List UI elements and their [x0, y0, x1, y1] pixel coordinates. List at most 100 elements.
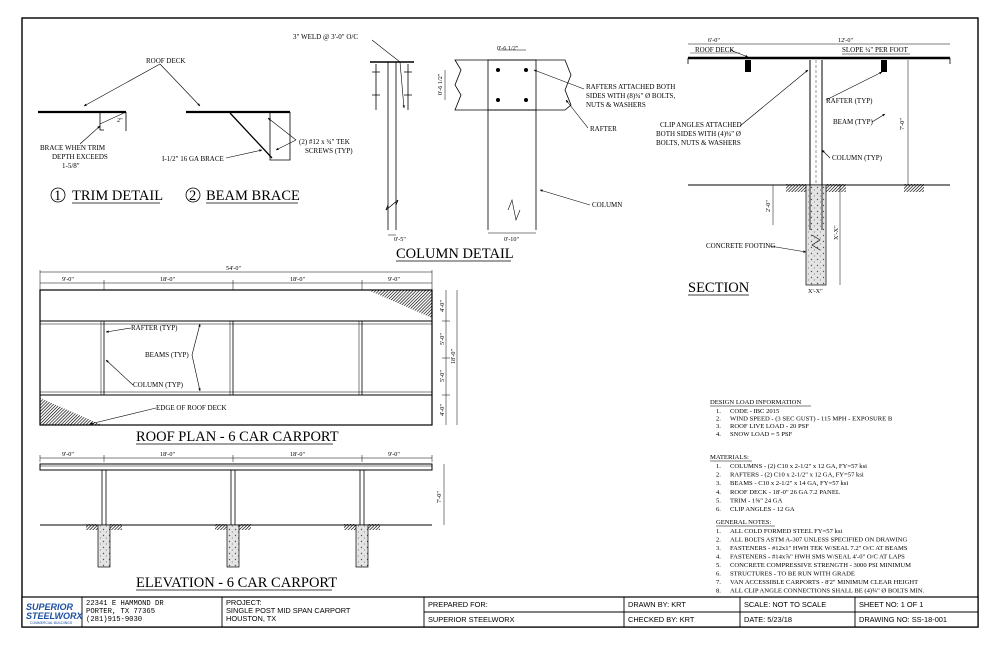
general-notes-item: ALL COLD FORMED STEEL FY=57 ksi	[730, 528, 842, 535]
column-label: COLUMN	[592, 201, 622, 209]
roof-plan-overall: 54'-0"	[226, 265, 241, 272]
column-detail-title: COLUMN DETAIL	[396, 246, 514, 262]
roof-deck-label: ROOF DECK	[146, 57, 185, 65]
section-dim-right: 12'-0"	[838, 37, 853, 44]
screws-note-1: (2) #12 x ¾" TEK	[299, 138, 350, 146]
general-notes-num: 4.	[716, 554, 721, 561]
dim-left: 0'-5"	[394, 236, 406, 243]
section-column: COLUMN (TYP)	[832, 154, 883, 162]
svg-text:SUPERIOR: SUPERIOR	[26, 602, 74, 612]
design-load-heading: DESIGN LOAD INFORMATION	[710, 399, 801, 406]
brace-note-3: 1-5/8"	[62, 162, 80, 170]
materials-num: 5.	[716, 497, 721, 504]
design-load-item: ROOF LIVE LOAD - 20 PSF	[730, 423, 809, 430]
materials-heading: MATERIALS:	[710, 454, 749, 461]
plan-side-1: 4'-0"	[439, 300, 446, 312]
dim-side: 0'-6 1/2"	[437, 73, 444, 95]
footing-width: X'-X"	[808, 288, 823, 295]
beam-brace-title: BEAM BRACE	[206, 188, 300, 204]
general-notes-num: 7.	[716, 579, 721, 586]
notes-block: DESIGN LOAD INFORMATION 1.CODE - IBC 201…	[710, 399, 925, 595]
design-load-num: 4.	[716, 431, 721, 438]
rafters-note-2: SIDES WITH (8)¾" Ø BOLTS,	[586, 92, 675, 100]
plan-bay-3: 18'-0"	[290, 276, 305, 283]
address-line-2: PORTER, TX 77365	[86, 608, 155, 616]
section-dim-left: 6'-0"	[708, 37, 720, 44]
materials-num: 2.	[716, 472, 721, 479]
plan-side-4: 4'-0"	[439, 404, 446, 416]
materials-item: CLIP ANGLES - 12 GA	[730, 506, 795, 513]
trim-detail-number: 1	[54, 188, 61, 204]
trim-dim: 2"	[117, 117, 123, 124]
materials-item: RAFTERS - (2) C10 x 2-1/2" x 12 GA, FY=5…	[730, 472, 864, 479]
general-notes-num: 6.	[716, 571, 721, 578]
general-notes-num: 1.	[716, 528, 721, 535]
clip-note-2: BOTH SIDES WITH (4)¾" Ø	[656, 130, 741, 138]
project-label: PROJECT:	[226, 598, 262, 607]
elev-bay-2: 18'-0"	[160, 451, 175, 458]
plan-column: COLUMN (TYP)	[133, 381, 184, 389]
elev-height: 7'-0"	[436, 491, 443, 503]
plan-bay-4: 9'-0"	[388, 276, 400, 283]
materials-item: ROOF DECK - 18'-0" 26 GA 7.2 PANEL	[730, 489, 840, 496]
elev-bay-1: 9'-0"	[62, 451, 74, 458]
general-notes-num: 5.	[716, 562, 721, 569]
elevation-title: ELEVATION - 6 CAR CARPORT	[136, 575, 337, 591]
beam-brace-number: 2	[189, 188, 196, 204]
plan-overall-side: 18'-0"	[450, 349, 457, 364]
prepared-for: SUPERIOR STEELWORX	[428, 615, 515, 624]
date: DATE: 5/23/18	[744, 615, 792, 624]
materials-num: 3.	[716, 480, 721, 487]
sheet-no: SHEET NO: 1 OF 1	[859, 600, 923, 609]
dim-right: 0'-10"	[504, 236, 519, 243]
general-notes-item: ALL BOLTS ASTM A-307 UNLESS SPECIFIED ON…	[730, 537, 907, 544]
general-notes-num: 8.	[716, 588, 721, 595]
general-notes-item: CONCRETE COMPRESSIVE STRENGTH - 3000 PSI…	[730, 562, 911, 569]
materials-num: 4.	[716, 489, 721, 496]
screws-note-2: SCREWS (TYP)	[305, 147, 353, 155]
plan-bay-1: 9'-0"	[62, 276, 74, 283]
general-notes-item: FASTENERS - #12x1" HWH TEK W/SEAL 7.2" O…	[730, 545, 908, 552]
section-title: SECTION	[688, 280, 750, 296]
project-location: HOUSTON, TX	[226, 614, 276, 623]
general-notes-num: 3.	[716, 545, 721, 552]
rafters-note-1: RAFTERS ATTACHED BOTH	[586, 83, 675, 91]
plan-side-3: 5'-0"	[439, 370, 446, 382]
elev-bay-4: 9'-0"	[388, 451, 400, 458]
section-rafter: RAFTER (TYP)	[826, 97, 873, 105]
design-load-item: WIND SPEED - (3 SEC GUST) - 115 MPH - EX…	[730, 416, 893, 423]
general-notes-item: VAN ACCESSIBLE CARPORTS - 8'2" MINIMUM C…	[730, 579, 918, 586]
general-notes-item: ALL CLIP ANGLE CONNECTIONS SHALL BE (4)¾…	[730, 588, 925, 595]
general-notes-item: FASTENERS - #14x⅞" HWH SMS W/SEAL 4'-0" …	[730, 554, 905, 561]
general-notes-heading: GENERAL NOTES:	[716, 519, 771, 526]
elev-bay-3: 18'-0"	[290, 451, 305, 458]
clip-note-1: CLIP ANGLES ATTACHED	[660, 121, 742, 129]
general-notes-item: STRUCTURES - TO BE RUN WITH GRADE	[730, 571, 855, 578]
materials-num: 1.	[716, 463, 721, 470]
design-load-item: CODE - IBC 2015	[730, 408, 780, 415]
prepared-label: PREPARED FOR:	[428, 600, 488, 609]
section-beam: BEAM (TYP)	[833, 118, 874, 126]
dim-top: 0'-6 1/2"	[497, 45, 519, 52]
rafter-label: RAFTER	[590, 125, 617, 133]
roof-plan-title: ROOF PLAN - 6 CAR CARPORT	[136, 429, 339, 445]
plan-beams: BEAMS (TYP)	[145, 351, 189, 359]
svg-text:STEELWORX: STEELWORX	[26, 611, 84, 621]
drawn-by: DRAWN BY: KRT	[628, 600, 686, 609]
section-roof-deck: ROOF DECK	[695, 46, 734, 54]
company-logo: SUPERIOR STEELWORX COMMERCIAL BUILDINGS	[26, 602, 84, 625]
svg-text:COMMERCIAL BUILDINGS: COMMERCIAL BUILDINGS	[30, 621, 73, 625]
materials-list: 1.COLUMNS - (2) C10 x 2-1/2" x 12 GA, FY…	[716, 463, 867, 513]
section-depth: 2'-0"	[765, 200, 772, 212]
checked-by: CHECKED BY: KRT	[628, 615, 695, 624]
section-view: 6'-0" 12'-0" ROOF DECK SLOPE ¼" PER FOOT…	[656, 37, 951, 296]
brace-note-2: DEPTH EXCEEDS	[52, 153, 108, 161]
column-detail: 3" WELD @ 3'-0" O/C 0'-5" 0'-6 1/2" 0'-6…	[293, 33, 675, 262]
materials-num: 6.	[716, 506, 721, 513]
trim-detail-title: TRIM DETAIL	[72, 188, 163, 204]
brace-label: I-1/2" 16 GA BRACE	[162, 155, 224, 163]
beam-brace-detail: I-1/2" 16 GA BRACE (2) #12 x ¾" TEK SCRE…	[162, 110, 353, 204]
